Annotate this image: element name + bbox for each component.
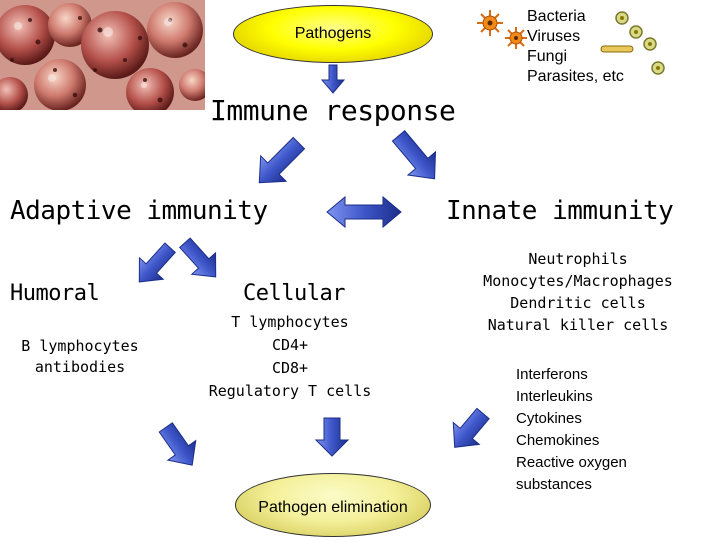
mediator-item: substances <box>516 476 592 493</box>
arrow-cellular-to-elimination <box>314 417 350 457</box>
arrow-response-to-adaptive <box>258 136 306 184</box>
humoral-list: B lymphocytes antibodies <box>0 336 160 378</box>
cellular-heading: Cellular <box>243 281 345 306</box>
arrow-innate-to-elimination <box>452 407 490 448</box>
pathogen-elimination-oval: Pathogen elimination <box>235 473 431 537</box>
coccus-icon <box>643 37 657 51</box>
innate-cell: Natural killer cells <box>487 316 669 334</box>
cellular-item: CD8+ <box>271 359 309 377</box>
coccus-icon <box>629 25 643 39</box>
pathogen-type: Bacteria <box>527 8 586 25</box>
virus-icon <box>505 27 527 49</box>
coccus-icon <box>615 11 629 25</box>
arrow-pathogens-to-response <box>320 64 346 94</box>
humoral-heading: Humoral <box>10 281 100 306</box>
bacterium-icon <box>477 10 503 36</box>
pathogen-type: Viruses <box>527 28 581 45</box>
innate-cell: Monocytes/Macrophages <box>483 272 673 290</box>
humoral-item: B lymphocytes <box>21 337 139 355</box>
coccus-icon <box>651 61 665 75</box>
mediator-item: Cytokines <box>516 410 582 427</box>
pathogen-type: Fungi <box>527 48 568 65</box>
innate-cell: Neutrophils <box>528 250 628 268</box>
innate-immunity-heading: Innate immunity <box>446 196 674 226</box>
rod-bacterium-icon <box>600 45 634 53</box>
pathogens-label: Pathogens <box>294 25 372 42</box>
cellular-item: T lymphocytes <box>231 313 349 331</box>
mediator-item: Reactive oxygen <box>516 454 627 471</box>
arrow-humoral-to-elimination <box>158 422 197 466</box>
pathogen-type: Parasites, etc <box>527 68 624 85</box>
arrow-response-to-innate <box>391 130 437 180</box>
pathogen-elimination-label: Pathogen elimination <box>258 499 408 516</box>
arrow-adaptive-to-humoral <box>138 242 176 283</box>
mediator-item: Interferons <box>516 366 588 383</box>
cellular-item: Regulatory T cells <box>208 382 372 400</box>
innate-cells-list: Neutrophils Monocytes/Macrophages Dendri… <box>455 248 701 336</box>
pathogen-micrograph-image <box>0 0 205 110</box>
double-arrow-adaptive-innate <box>326 195 402 229</box>
innate-cell: Dendritic cells <box>510 294 646 312</box>
pathogen-types-list: Bacteria Viruses Fungi Parasites, etc <box>527 7 624 87</box>
mediator-item: Chemokines <box>516 432 600 449</box>
pathogens-oval: Pathogens <box>233 5 433 63</box>
mediator-item: Interleukins <box>516 388 593 405</box>
innate-mediators-list: Interferons Interleukins Cytokines Chemo… <box>516 364 627 496</box>
cellular-list: T lymphocytes CD4+ CD8+ Regulatory T cel… <box>196 311 384 403</box>
arrow-adaptive-to-cellular <box>179 237 217 278</box>
immune-response-heading: Immune response <box>210 94 456 127</box>
humoral-item: antibodies <box>34 358 126 376</box>
cellular-item: CD4+ <box>271 336 309 354</box>
adaptive-immunity-heading: Adaptive immunity <box>10 196 268 226</box>
